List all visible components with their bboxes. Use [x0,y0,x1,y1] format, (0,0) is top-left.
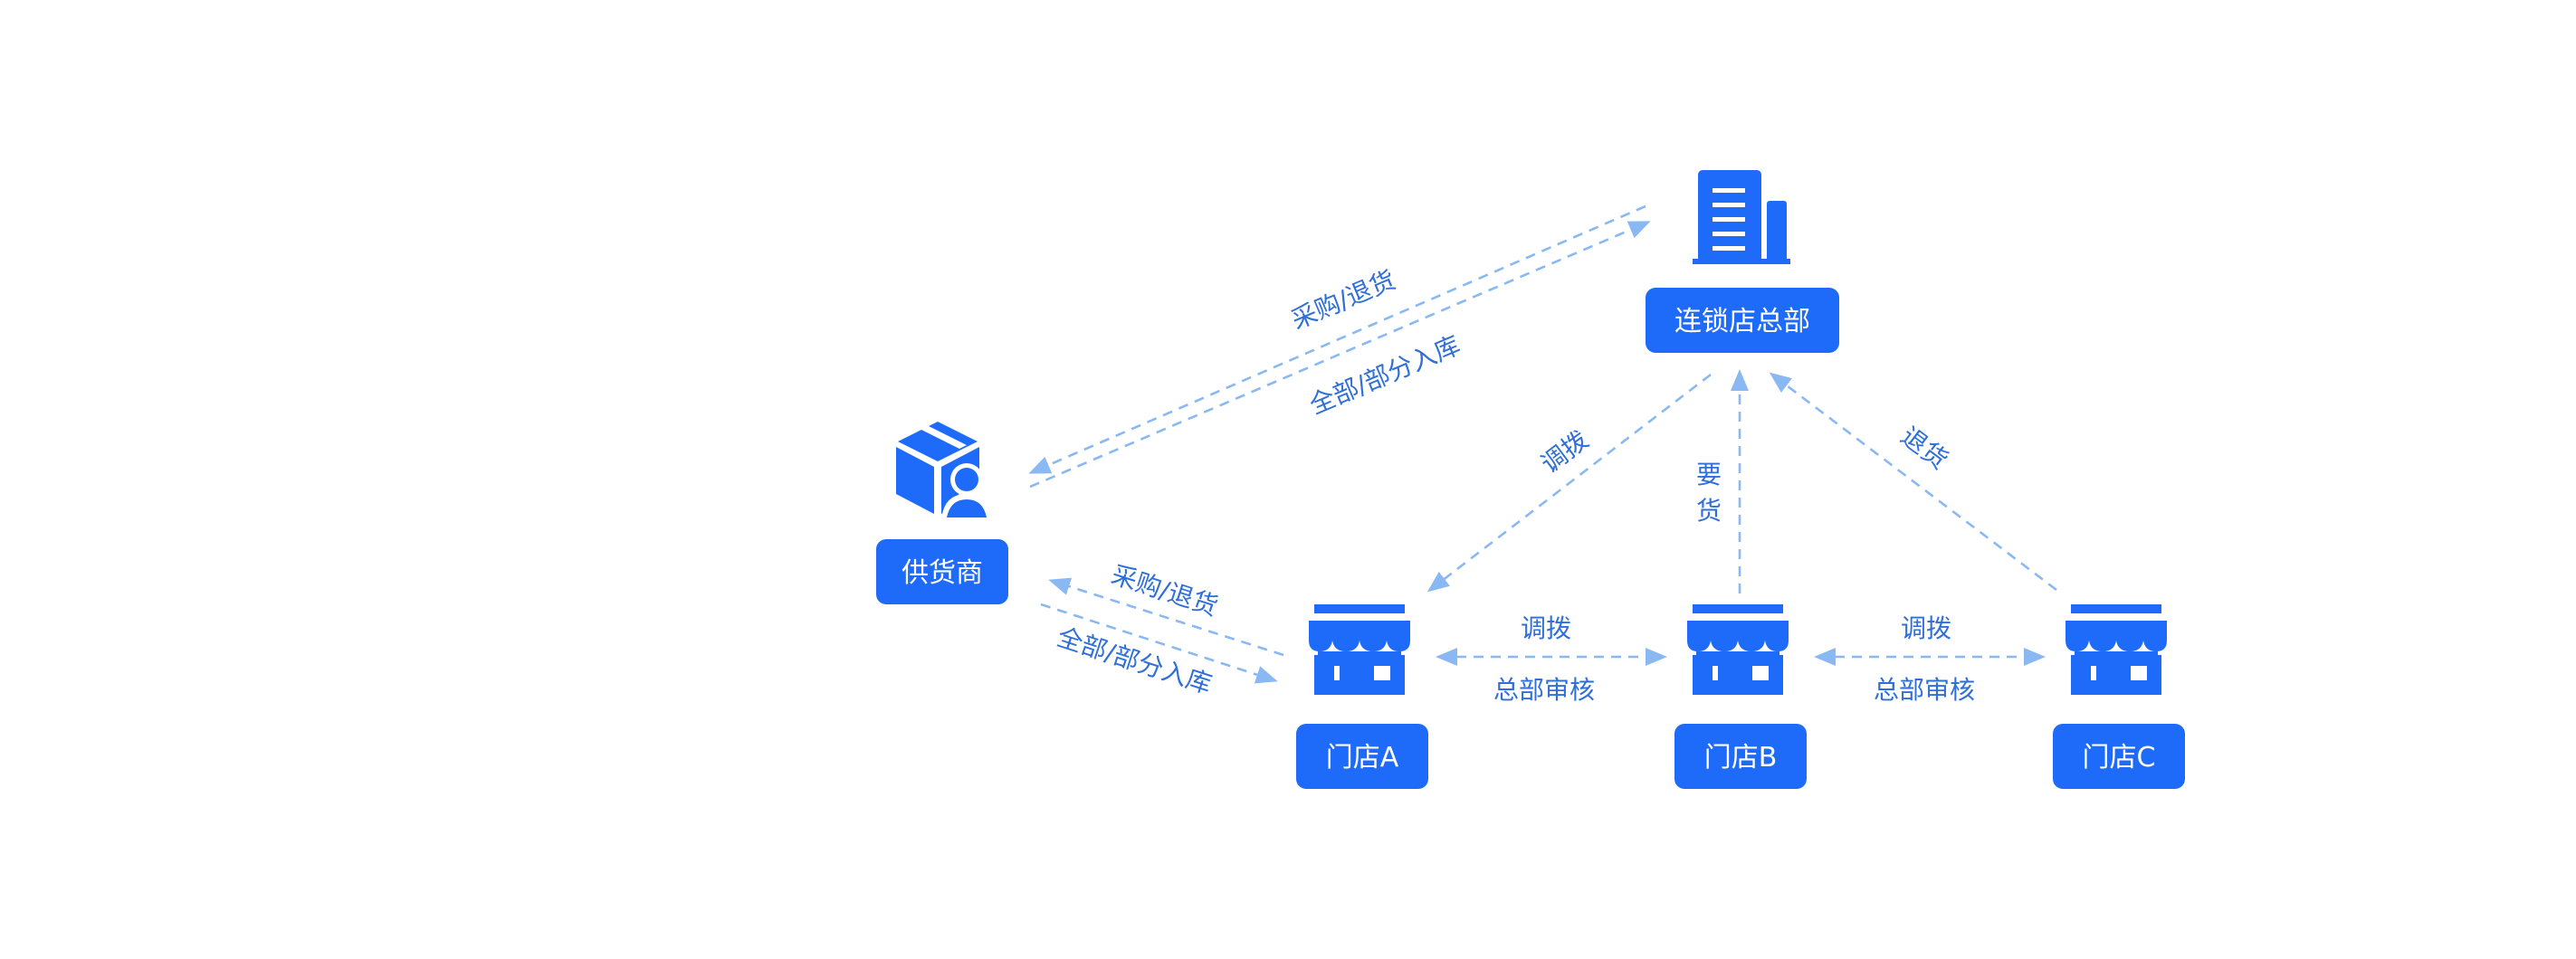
edge-label-supplier-store-a-top: 采购/退货 [1108,559,1222,622]
node-store-c: 门店C [2053,604,2185,789]
edge-supplier-store-a [1040,577,1284,684]
edge-hq-to-store-a [1426,373,1712,593]
edge-hq-supplier [1028,204,1651,489]
edge-label-store-b-to-hq-1: 要 [1696,460,1722,489]
node-label-store-c: 门店C [2083,742,2156,774]
node-store-a: 门店A [1296,604,1428,789]
storefront-icon [2066,604,2167,695]
edge-label-supplier-store-a-bottom: 全部/部分入库 [1054,622,1216,699]
edge-label-store-b-to-hq-2: 货 [1696,496,1722,526]
node-label-headquarters: 连锁店总部 [1674,306,1810,337]
edge-label-a-b-top: 调拨 [1521,613,1571,643]
storefront-icon [1687,604,1789,695]
node-label-supplier: 供货商 [902,557,983,589]
package-person-icon [896,422,992,521]
node-label-store-b: 门店B [1704,742,1778,774]
edge-label-b-c-top: 调拨 [1901,613,1951,643]
edge-label-b-c-bottom: 总部审核 [1874,675,1975,705]
node-headquarters: 连锁店总部 [1646,170,1839,353]
node-supplier: 供货商 [876,422,1008,604]
node-store-b: 门店B [1674,604,1807,789]
office-building-icon [1693,170,1790,264]
edge-label-a-b-bottom: 总部审核 [1493,675,1595,705]
edge-label-store-c-to-hq: 退货 [1895,421,1954,475]
edge-label-hq-supplier-top: 采购/退货 [1287,265,1400,336]
node-label-store-a: 门店A [1326,742,1399,774]
storefront-icon [1309,604,1410,695]
edge-store-c-to-hq [1769,372,2057,592]
